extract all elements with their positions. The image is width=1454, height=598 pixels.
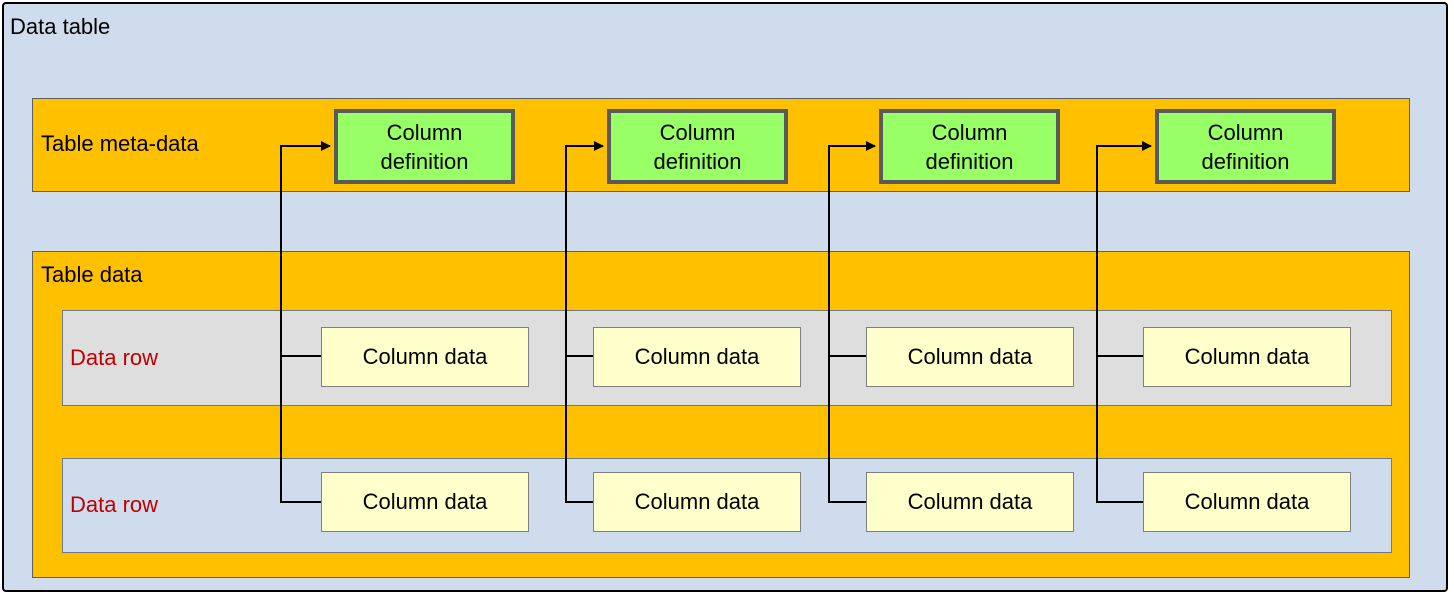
data-row-label: Data row xyxy=(70,345,159,370)
table-data-label: Table data xyxy=(41,262,143,287)
column-definition: Column definition xyxy=(1155,109,1336,184)
column-definition: Column definition xyxy=(879,109,1060,184)
column-definition: Column definition xyxy=(607,109,788,184)
column-data-cell: Column data xyxy=(866,472,1074,532)
column-data-cell: Column data xyxy=(1143,472,1351,532)
data-table-title: Data table xyxy=(10,14,111,39)
column-definition: Column definition xyxy=(334,109,515,184)
column-data-cell: Column data xyxy=(593,327,801,387)
column-data-cell: Column data xyxy=(321,472,529,532)
column-data-cell: Column data xyxy=(1143,327,1351,387)
column-data-cell: Column data xyxy=(866,327,1074,387)
column-data-cell: Column data xyxy=(593,472,801,532)
column-data-cell: Column data xyxy=(321,327,529,387)
data-row-label: Data row xyxy=(70,492,159,517)
table-metadata-label: Table meta-data xyxy=(41,131,199,156)
